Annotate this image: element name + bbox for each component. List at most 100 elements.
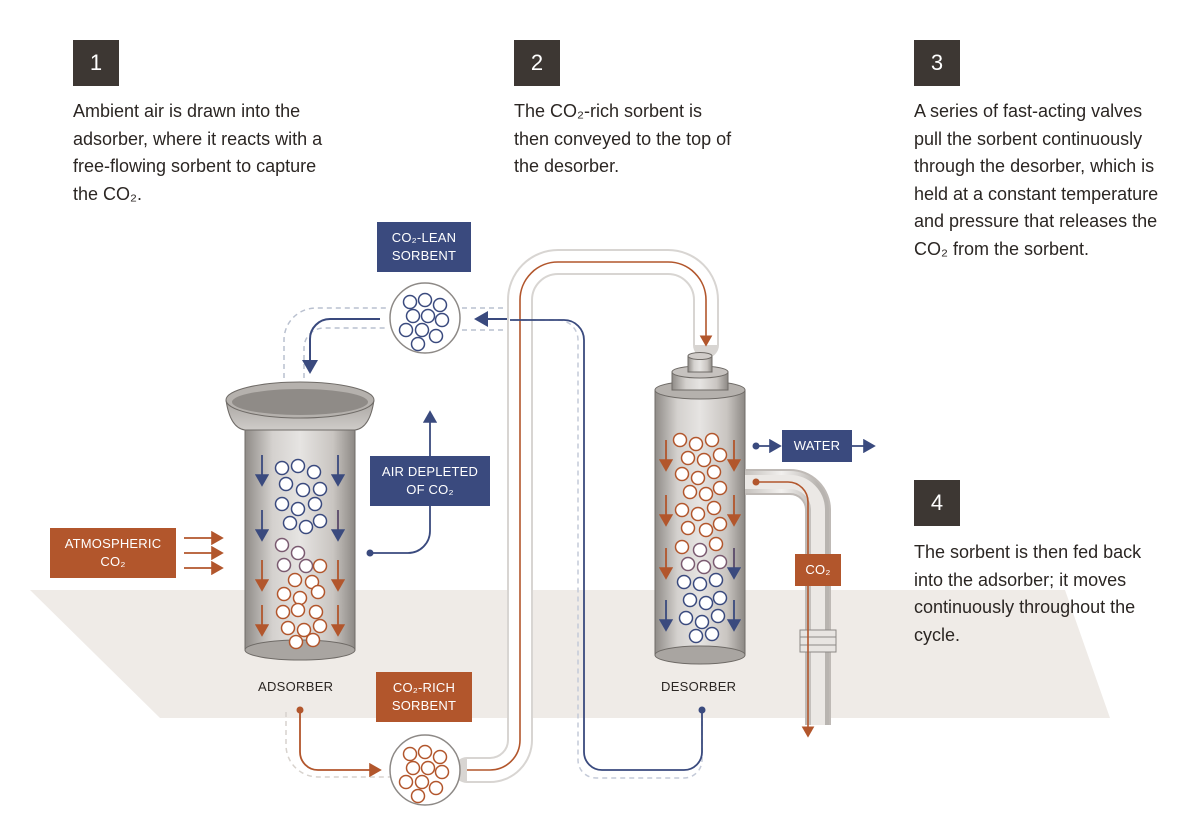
desorber-particle <box>682 484 698 500</box>
co2-rich-sorbent-line-2: SORBENT <box>391 698 457 713</box>
water-arrow <box>752 438 876 454</box>
rich-sorbent-start-dot <box>296 706 304 714</box>
desorber-particle <box>680 556 696 572</box>
lean-sorbent-particle <box>414 322 430 338</box>
adsorber-particle <box>312 558 328 574</box>
desorber-sorbent-particles <box>672 432 728 644</box>
desorber-particle <box>708 536 724 552</box>
desorber-particle <box>706 464 722 480</box>
lean-sorbent-particle <box>410 336 426 352</box>
rich-sorbent-particle <box>398 774 414 790</box>
air-depleted-dot <box>366 549 374 557</box>
adsorber-particle <box>305 632 321 648</box>
desorber-particle <box>676 574 692 590</box>
step-3-text: A series of fast-acting valves pull the … <box>914 101 1159 259</box>
co2-rich-sorbent-label: CO₂-RICH SORBENT <box>376 672 472 722</box>
adsorber-particle <box>298 558 314 574</box>
desorber-particle <box>712 480 728 496</box>
rich-sorbent-particle <box>432 749 448 765</box>
desorber-particle <box>696 559 712 575</box>
step-1-text: Ambient air is drawn into the adsorber, … <box>73 101 323 204</box>
desorber-vessel <box>654 352 746 665</box>
adsorber-particle <box>290 545 306 561</box>
lean-sorbent-particle <box>402 294 418 310</box>
desorber-particle <box>696 452 712 468</box>
adsorber-particle <box>276 586 292 602</box>
lean-sorbent-particle <box>428 328 444 344</box>
lean-sorbent-particle <box>434 312 450 328</box>
adsorber-particle <box>290 501 306 517</box>
adsorber-particle <box>287 572 303 588</box>
desorber-particle <box>674 502 690 518</box>
adsorber-particle <box>290 602 306 618</box>
desorber-particle <box>688 628 704 644</box>
adsorber-particle <box>308 604 324 620</box>
desorber-particle <box>692 576 708 592</box>
rich-sorbent-particle <box>402 746 418 762</box>
desorber-particle <box>690 506 706 522</box>
rich-sorbent-lane <box>285 712 390 778</box>
adsorber-particle <box>296 622 312 638</box>
adsorber-particle <box>310 584 326 600</box>
desorber-particle <box>708 572 724 588</box>
desorber-particle <box>688 436 704 452</box>
desorber-particle <box>712 554 728 570</box>
desorber-particle <box>674 539 690 555</box>
adsorber-flow-arrows <box>254 455 346 637</box>
co2-lean-sorbent-line-1: CO₂-LEAN <box>391 230 457 245</box>
co2-lean-sorbent-label: CO₂-LEAN SORBENT <box>377 222 471 272</box>
desorber-particle <box>704 432 720 448</box>
riser-pipe <box>454 249 719 783</box>
adsorber-vessel <box>225 381 375 661</box>
rich-sorbent-particle <box>410 788 426 804</box>
adsorber-particle <box>282 515 298 531</box>
atmospheric-co2-line-1: ATMOSPHERIC <box>64 536 162 551</box>
air-depleted-arrow <box>370 410 438 554</box>
adsorber-particle <box>312 513 328 529</box>
desorber-particle <box>698 486 714 502</box>
rich-sorbent-particle <box>420 760 436 776</box>
adsorber-particle <box>312 481 328 497</box>
rich-sorbent-particles <box>398 744 450 804</box>
desorber-particle <box>680 520 696 536</box>
adsorber-particle <box>275 604 291 620</box>
co2-lean-sorbent-line-2: SORBENT <box>391 248 457 263</box>
adsorber-particle <box>312 618 328 634</box>
desorber-particle <box>712 447 728 463</box>
desorber-particle <box>678 610 694 626</box>
desorber-particle <box>682 592 698 608</box>
desorber-particle <box>694 614 710 630</box>
step-3-badge: 3 <box>914 40 960 86</box>
adsorber-particle <box>280 620 296 636</box>
step-2-badge: 2 <box>514 40 560 86</box>
rich-sorbent-particle <box>405 760 421 776</box>
water-label: WATER <box>782 430 852 462</box>
co2-rich-sorbent-line-1: CO₂-RICH <box>392 680 456 695</box>
adsorber-particle <box>274 460 290 476</box>
adsorber-particle <box>278 476 294 492</box>
adsorber-particle <box>274 537 290 553</box>
lean-sorbent-particle <box>417 292 433 308</box>
atmospheric-co2-line-2: CO₂ <box>100 554 126 569</box>
desorber-particle <box>710 608 726 624</box>
desorber-particle <box>704 626 720 642</box>
adsorber-particle <box>290 458 306 474</box>
desorber-particle <box>692 542 708 558</box>
adsorber-particle <box>307 496 323 512</box>
desorber-flow-arrows <box>658 440 742 632</box>
lean-sorbent-particle <box>405 308 421 324</box>
desorber-particle <box>712 516 728 532</box>
lean-sorbent-arrow-left <box>302 318 380 374</box>
adsorber-particle <box>288 634 304 650</box>
desorber-particle <box>674 466 690 482</box>
rich-sorbent-particle <box>414 774 430 790</box>
lean-sorbent-particle <box>420 308 436 324</box>
co2-outlet-label: CO₂ <box>795 554 841 586</box>
rich-sorbent-particle <box>434 764 450 780</box>
adsorber-particle <box>295 482 311 498</box>
adsorber-label: ADSORBER <box>258 679 334 694</box>
air-depleted-label: AIR DEPLETED OF CO₂ <box>370 456 490 506</box>
adsorber-particle <box>276 557 292 573</box>
step-4-text: The sorbent is then fed back into the ad… <box>914 542 1142 645</box>
